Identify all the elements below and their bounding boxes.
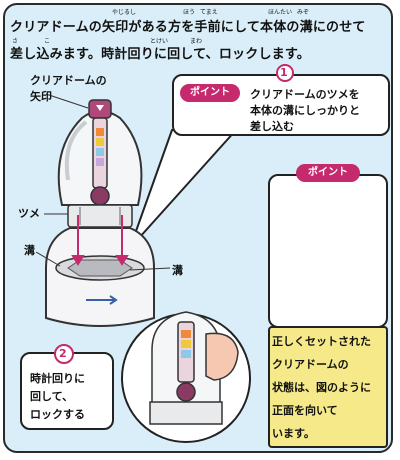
ruby-sa: さ: [12, 38, 19, 45]
ruby-hontai: ほんたい: [268, 9, 293, 16]
ruby-mizo: みぞ: [297, 9, 310, 16]
point-1-line-2: 本体の溝にしっかりと: [250, 104, 360, 117]
label-mizo-left: 溝: [24, 244, 35, 257]
point-2-line-2: 回して、: [30, 390, 74, 403]
label-dome-arrow-line-1: クリアドームの: [30, 74, 107, 87]
label-mizo-right: 溝: [172, 264, 183, 277]
label-tsume: ツメ: [18, 207, 40, 220]
ruby-hou: ほう: [183, 9, 196, 16]
point-1-line-3: 差し込む: [250, 120, 294, 133]
point-3-line-2: クリアドームの: [272, 358, 349, 371]
label-dome-arrow-line-2: 矢印: [30, 90, 52, 103]
point-3-line-3: 状態は、図のように: [272, 381, 371, 394]
point-1-callout: [172, 74, 390, 136]
point-2-line-1: 時計回りに: [30, 372, 85, 385]
device-base: [45, 227, 155, 327]
insert-arrows: [71, 215, 129, 266]
point-3-line-5: います。: [272, 427, 315, 440]
point-3-note: [268, 326, 388, 448]
point-1-badge: ポイント: [180, 84, 240, 102]
hand-icon: [205, 332, 239, 381]
point-1-line-1: クリアドームのツメを: [250, 88, 360, 101]
clear-dome-upper: [57, 99, 143, 228]
point-3-line-4: 正面を向いて: [272, 404, 338, 417]
point-3-figure-panel: [268, 174, 388, 328]
ruby-mawa: まわ: [190, 38, 203, 45]
instruction-line-2: 差し込みます。時計回りに回して、ロックします。: [10, 47, 310, 62]
point-2-line-3: ロックする: [30, 408, 85, 421]
point-2-number: 2: [59, 347, 67, 360]
point-1-number: 1: [280, 66, 288, 79]
ruby-tokei: とけい: [150, 38, 169, 45]
rotate-closeup: [121, 311, 251, 443]
ruby-ko: こ: [44, 38, 51, 45]
point-3-line-1: 正しくセットされた: [272, 335, 371, 348]
instruction-line-1: クリアドームの矢印がある方を手前にして本体の溝にのせて: [10, 20, 366, 35]
ruby-yajirushi: やじるし: [112, 9, 137, 16]
point-3-badge: ポイント: [296, 164, 360, 182]
ruby-temae: てまえ: [200, 9, 218, 16]
